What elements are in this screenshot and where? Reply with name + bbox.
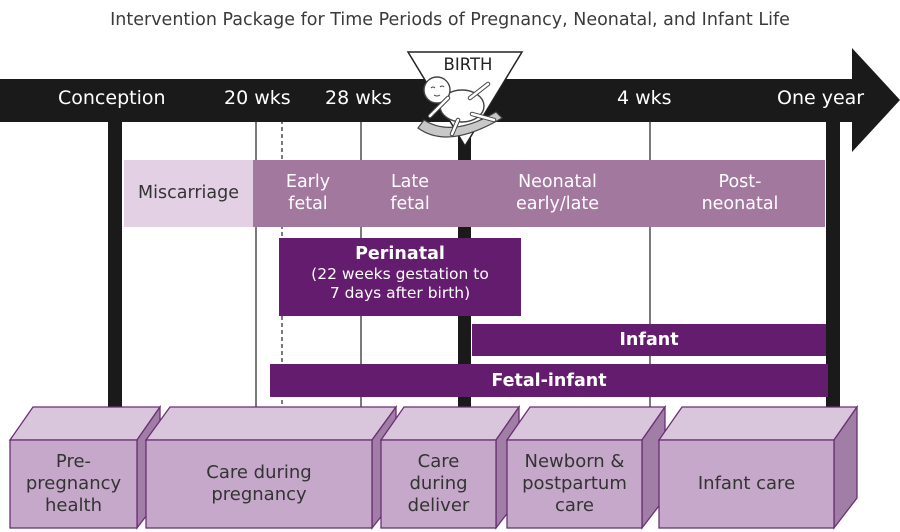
period-late-fetal: Late fetal	[390, 171, 430, 214]
label-28-wks: 28 wks	[325, 87, 392, 109]
miscarriage-band	[124, 160, 253, 227]
label-conception: Conception	[58, 87, 166, 109]
label-20-wks: 20 wks	[224, 87, 291, 109]
period-miscarriage: Miscarriage	[138, 182, 239, 203]
fetal-infant-band: Fetal-infant	[270, 364, 828, 397]
box-infant-care	[657, 404, 859, 530]
period-band	[253, 160, 825, 227]
infant-band: Infant	[472, 324, 826, 356]
box-label-infant-care: Infant care	[697, 473, 796, 495]
period-neonatal: Neonatal early/late	[515, 171, 599, 214]
label-birth: BIRTH	[443, 55, 493, 74]
perinatal-title: Perinatal	[355, 244, 445, 264]
box-label-care-pregnancy: Care during pregnancy	[206, 462, 312, 505]
box-label-newborn-postpartum: Newborn & postpartum care	[522, 451, 627, 516]
baby-icon	[417, 76, 503, 138]
period-early-fetal: Early fetal	[285, 171, 331, 214]
diagram-title: Intervention Package for Time Periods of…	[110, 10, 790, 30]
box-label-care-delivery: Care during deliver	[407, 451, 470, 516]
box-pre-pregnancy	[8, 404, 162, 530]
perinatal-subtitle: (22 weeks gestation to 7 days after birt…	[311, 265, 489, 303]
label-4-wks: 4 wks	[617, 87, 672, 109]
label-one-year: One year	[777, 87, 865, 109]
period-postneonatal: Post- neonatal	[701, 171, 779, 214]
box-newborn-postpartum	[505, 404, 667, 530]
perinatal-band: Perinatal (22 weeks gestation to 7 days …	[279, 238, 521, 316]
box-label-pre-pregnancy: Pre- pregnancy health	[25, 451, 122, 516]
intervention-boxes	[8, 404, 859, 530]
